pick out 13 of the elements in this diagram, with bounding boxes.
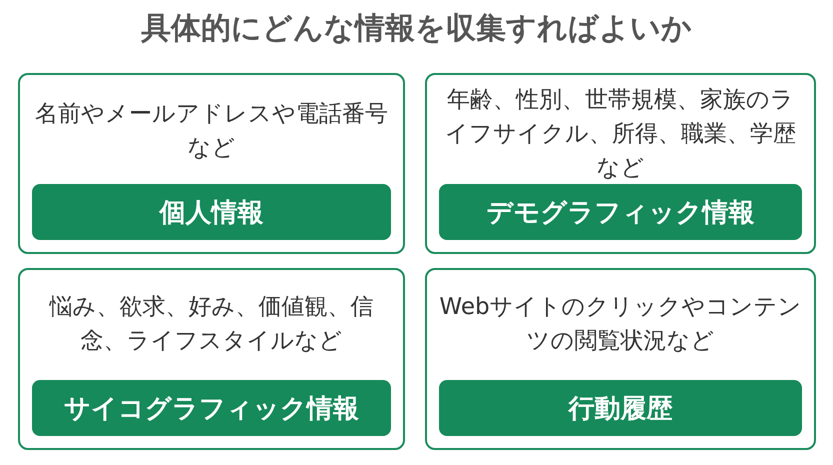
description-text: 年齢、性別、世帯規模、家族のライフサイクル、所得、職業、学歴など xyxy=(444,86,797,183)
description-text: 名前やメールアドレスや電話番号など xyxy=(34,100,389,163)
title: 具体的にどんな情報を収集すればよいか xyxy=(140,10,693,48)
card xyxy=(18,268,405,450)
category-banner: 個人情報 xyxy=(32,184,391,240)
card xyxy=(18,73,405,254)
card xyxy=(425,73,816,254)
category-banner: 行動履歴 xyxy=(439,380,802,436)
category-banner: デモグラフィック情報 xyxy=(439,184,802,240)
description-text: Webサイトのクリックやコンテンツの閲覧状況など xyxy=(438,293,803,356)
card xyxy=(425,268,816,450)
category-banner: サイコグラフィック情報 xyxy=(32,380,391,436)
description-text: 悩み、欲求、好み、価値観、信念、ライフスタイルなど xyxy=(48,293,374,356)
